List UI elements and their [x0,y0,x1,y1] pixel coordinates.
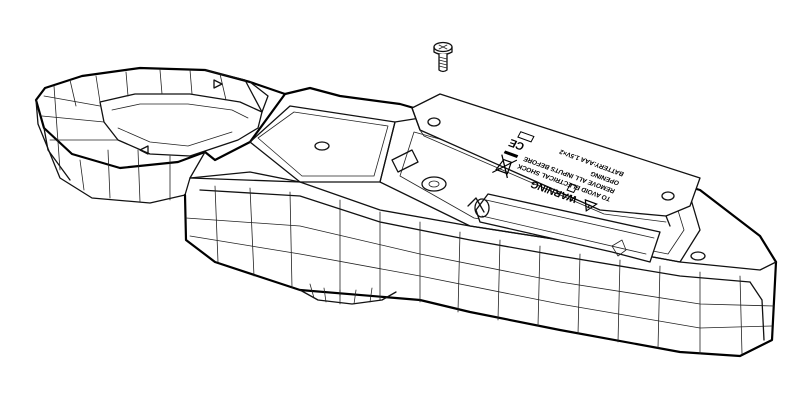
warning-triangle-icon [584,199,598,212]
screw [433,41,453,73]
back-panel [249,105,706,263]
ce-mark: CE [507,136,527,152]
clamp-jaw [34,66,287,204]
crossed-bin-icon [492,150,519,179]
battery-cover [411,93,701,227]
meter-body [183,86,778,358]
label-box-icon [566,183,578,194]
